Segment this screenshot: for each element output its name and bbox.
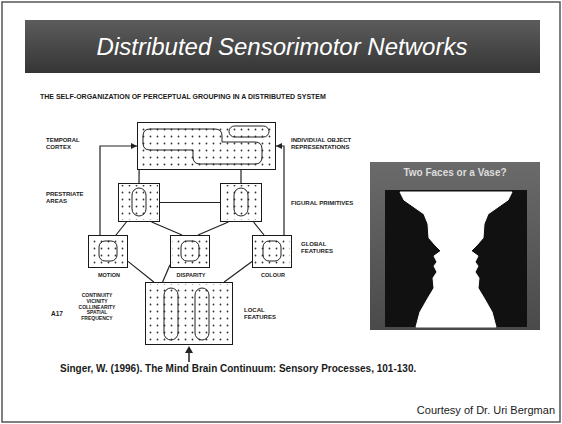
diagram-subtitle: THE SELF-ORGANIZATION OF PERCEPTUAL GROU… (40, 93, 326, 101)
credit-note: Courtesy of Dr. Uri Bergman (417, 404, 555, 417)
assembly-outline (263, 241, 281, 261)
node-label: TEMPORAL CORTEX (46, 137, 92, 151)
face-silhouettes (385, 190, 527, 327)
node-label: PRESTRIATE AREAS (46, 191, 92, 205)
area-box: PRESTRIATE AREAS (118, 183, 160, 222)
feature-box: COLOURGLOBAL FEATURES (252, 235, 292, 268)
node-label: DISPARITY (177, 272, 206, 278)
title-banner (25, 20, 540, 73)
connector-line (276, 146, 284, 235)
citation-text: Singer, W. (1996). The Mind Brain Contin… (60, 363, 416, 375)
illusion-panel: Two Faces or a Vase? (370, 162, 540, 330)
feature-box: MOTION (88, 235, 128, 268)
assembly-outline (181, 241, 199, 261)
connector-line (152, 222, 182, 235)
connector-line (138, 170, 139, 183)
connector-line (254, 222, 264, 235)
node-note: CONTINUITY VICINITY COLLINEARITY SPATIAL… (73, 293, 121, 322)
dot-grid (147, 284, 231, 343)
connector-line (224, 261, 252, 282)
node-label: Two Faces or a Vase? (403, 167, 506, 179)
node-label: MOTION (98, 272, 120, 278)
dot-grid (120, 185, 158, 220)
feature-box: DISPARITY (170, 235, 210, 268)
connector-line (128, 261, 154, 282)
assembly-outline (195, 288, 209, 340)
cortex-box: TEMPORAL CORTEXINDIVIDUAL OBJECT REPRESE… (137, 122, 276, 170)
assembly-outline (132, 188, 146, 216)
illusion-panel-ground (370, 162, 540, 330)
dot-grid (172, 237, 208, 266)
assembly-outline (229, 126, 269, 137)
assembly-outline (99, 241, 117, 261)
area-box: FIGURAL PRIMITIVES (220, 183, 262, 222)
input-arrowhead (185, 346, 193, 353)
node-label: A17 (51, 310, 73, 317)
slide-title: Distributed Sensorimotor Networks (97, 33, 468, 61)
node-note: GLOBAL FEATURES (301, 241, 347, 255)
dot-grid (222, 185, 260, 220)
connector-line (160, 202, 220, 203)
assembly-outline (143, 129, 262, 164)
node-note: INDIVIDUAL OBJECT REPRESENTATIONS (291, 137, 371, 151)
node-label: FIGURAL PRIMITIVES (291, 200, 371, 207)
connector-line (240, 170, 241, 183)
node-label: COLOUR (261, 272, 285, 278)
dot-grid (90, 237, 126, 266)
node-note: LOCAL FEATURES (244, 307, 290, 321)
cortex-box: A17CONTINUITY VICINITY COLLINEARITY SPAT… (145, 282, 233, 345)
dot-grid (254, 237, 290, 266)
input-arrow (188, 352, 190, 362)
connector-line (198, 222, 228, 235)
dot-grid (139, 124, 274, 168)
vase-silhouette (400, 192, 512, 327)
connector-line (163, 265, 170, 282)
assembly-outline (234, 188, 248, 216)
connector-line (116, 222, 126, 235)
assembly-outline (164, 288, 178, 340)
